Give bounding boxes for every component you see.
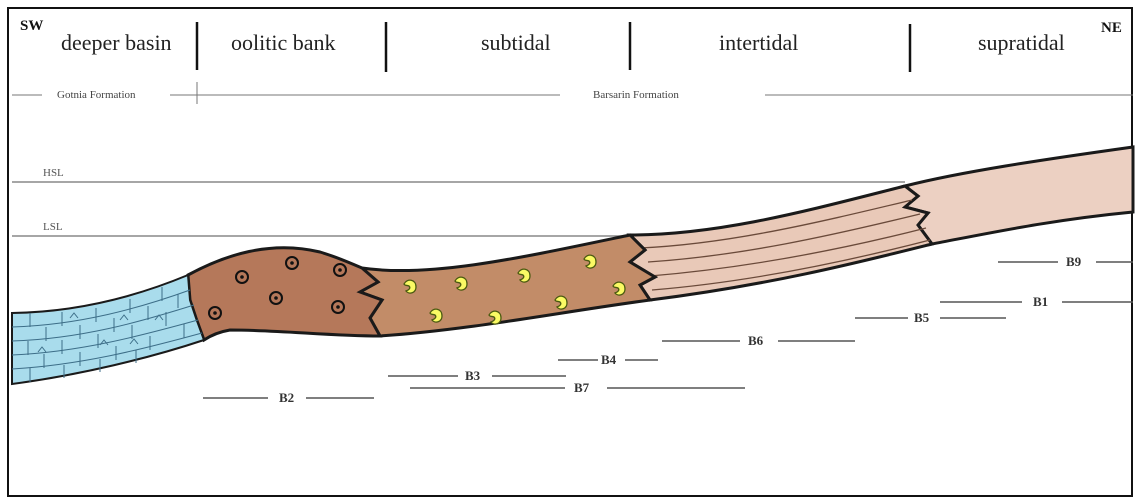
biofacies-b9: B9 <box>1066 254 1082 269</box>
zone-subtidal: subtidal <box>481 30 551 55</box>
formation-line <box>12 82 1133 104</box>
hsl-label: HSL <box>43 167 64 179</box>
intertidal-unit <box>630 186 932 300</box>
corner-ne: NE <box>1101 20 1122 36</box>
zone-supratidal: supratidal <box>978 30 1065 55</box>
formation-gotnia: Gotnia Formation <box>57 89 136 101</box>
oolitic-bank-unit <box>188 248 382 340</box>
zone-deeper-basin: deeper basin <box>61 30 172 55</box>
formation-barsarin: Barsarin Formation <box>593 89 679 101</box>
zone-intertidal: intertidal <box>719 30 798 55</box>
subtidal-unit <box>360 235 655 336</box>
biofacies-b4: B4 <box>601 352 617 367</box>
biofacies-b2: B2 <box>279 390 294 405</box>
lsl-label: LSL <box>43 221 63 233</box>
biofacies-b1: B1 <box>1033 294 1048 309</box>
biofacies-b3: B3 <box>465 368 481 383</box>
biofacies-b7: B7 <box>574 380 590 395</box>
deeper-basin-unit <box>12 275 204 384</box>
supratidal-unit <box>905 147 1133 244</box>
corner-sw: SW <box>20 18 43 34</box>
biofacies-b6: B6 <box>748 333 764 348</box>
zone-oolitic-bank: oolitic bank <box>231 30 335 55</box>
biofacies-b5: B5 <box>914 310 930 325</box>
